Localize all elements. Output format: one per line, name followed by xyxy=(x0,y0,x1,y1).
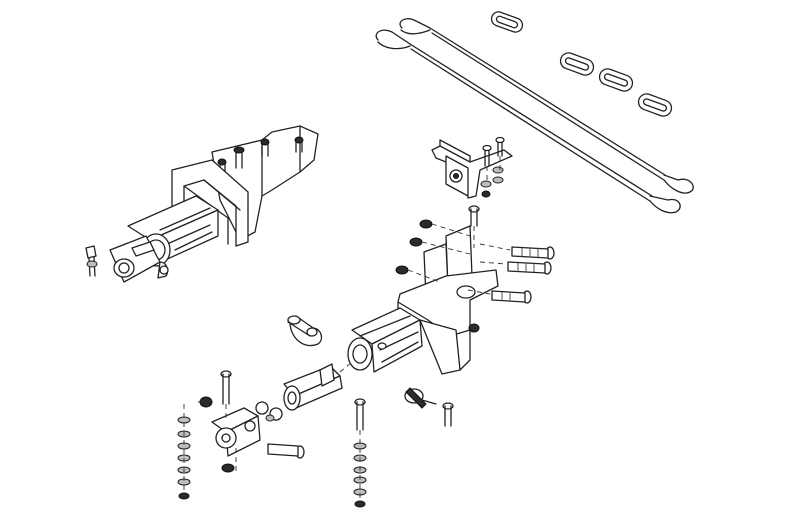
side-bolt-3 xyxy=(491,290,532,304)
receiver-plate-bolts xyxy=(480,136,505,198)
safety-cable-upper xyxy=(399,18,694,194)
safety-cables xyxy=(375,18,694,214)
clevis-pin-bolt xyxy=(220,370,232,405)
tow-arm-tube xyxy=(283,361,353,411)
cable-link-1 xyxy=(490,11,524,33)
hardware-stack-center xyxy=(353,398,367,508)
short-bolt xyxy=(442,402,454,427)
bracket-top-bolt xyxy=(468,205,480,227)
safety-cable-lower xyxy=(375,29,681,214)
assembly-coupler xyxy=(109,233,171,283)
cable-link-2 xyxy=(559,52,595,76)
main-mounting-bracket xyxy=(347,205,499,375)
cable-link-3 xyxy=(598,68,634,92)
hardware-stack-left xyxy=(177,396,213,500)
side-bolt-2 xyxy=(507,261,552,275)
side-nuts xyxy=(395,219,433,275)
upper-receiver-plate xyxy=(431,136,513,199)
mounting-bracket-assembly xyxy=(85,125,319,283)
side-bolts xyxy=(395,219,555,304)
hitch-pin-clip-small xyxy=(404,387,437,409)
clevis-coupler xyxy=(211,370,305,474)
cable-links xyxy=(490,11,673,117)
side-bolt-1 xyxy=(511,246,555,260)
cable-link-4 xyxy=(637,93,673,117)
clevis-bolt xyxy=(267,443,305,459)
pull-pin-clip xyxy=(287,315,323,347)
assembly-loose-bolt xyxy=(85,245,98,277)
